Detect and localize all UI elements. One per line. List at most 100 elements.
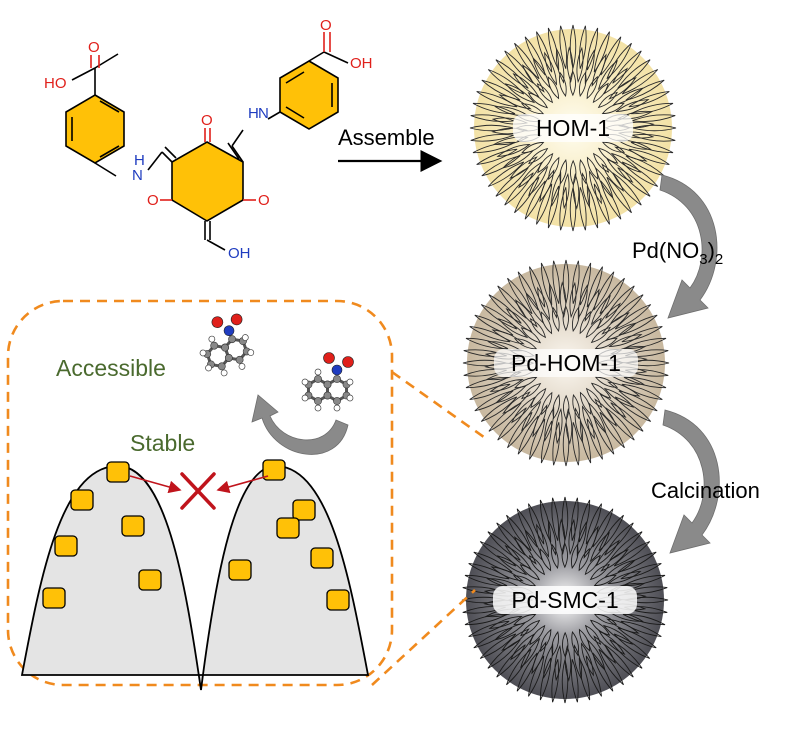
sphere-petal [614,146,648,162]
oxygen-atom [230,313,243,326]
carbon-atom [210,341,219,350]
sphere-petal [604,559,637,578]
sphere-petal [528,147,549,165]
sphere-petal [559,159,567,185]
sphere-petal [579,158,587,185]
zoom-connector-top [391,370,489,442]
sphere-petal [617,59,651,89]
sphere-petal [504,172,534,206]
calcination-label: Calcination [651,478,760,503]
nitrogen-atom [223,325,235,337]
atom-ho-left-acid: HO [44,75,67,92]
sphere-petal [600,548,629,572]
sphere-petal [562,305,570,332]
sphere-petal [598,648,624,686]
sphere-petal [507,277,533,315]
sphere-petal [514,376,538,389]
sphere-petal [470,134,514,142]
sphere-petal [586,185,599,229]
sphere-petal [569,70,577,97]
sphere-petal [555,407,563,445]
sphere-petal [536,83,554,104]
sphere-petal [528,555,546,576]
sphere-petal [601,163,625,192]
sphere-petal [610,402,644,432]
sphere-petal [473,627,513,649]
sphere-petal [513,338,538,350]
sphere-petal [610,152,642,173]
sphere-petal [559,71,567,98]
oxygen-atom [211,316,224,328]
curved-arrow-icon [251,394,349,455]
sphere-petal [496,555,528,576]
sphere-petal [603,67,629,95]
sphere-petal [610,294,644,324]
sphere-petal [537,286,551,321]
sphere-petal [578,499,591,543]
sphere-petal [591,53,607,87]
sphere-petal [578,547,590,572]
sphere-petal [579,262,592,306]
sphere-petal [604,644,634,678]
sphere-petal [469,124,514,132]
sphere-petal [507,411,533,449]
sphere-petal [578,657,591,701]
sphere-petal [495,59,529,89]
sphere-petal [487,69,525,95]
sphere-petal [623,376,667,389]
sphere-petal [524,36,546,76]
sphere-petal [603,387,635,408]
sphere-petal [594,376,619,388]
sphere-petal [592,652,614,692]
sphere-petal [579,310,591,335]
ligand-molecule [65,32,349,251]
sphere-petal [585,317,602,339]
sphere-petal [612,87,645,106]
sphere-petal [465,337,509,350]
blocked-arrow-right [216,475,269,494]
sphere-petal [506,514,532,552]
sphere-petal [502,391,531,415]
sphere-petal [539,548,552,572]
sphere-petal [504,50,534,84]
sphere-petal [572,393,580,420]
atom-n-left-amine: N [132,167,143,184]
sphere-petal [510,396,536,424]
hydrogen-atom [238,363,246,370]
sphere-petal [561,542,569,569]
sphere-petal [462,359,507,367]
sphere-petal [513,536,537,565]
sphere-petal [527,92,549,109]
sphere-petal [487,531,521,561]
sphere-petal [461,596,506,604]
blocked-arrow-left [129,475,182,494]
sphere-petal [585,387,603,408]
sphere-petal [624,606,668,614]
sphere-petal [509,633,535,661]
sphere-petal [528,165,549,197]
sphere-petal [593,415,615,455]
sphere-petal [552,306,560,333]
hydrogen-atom [301,378,309,386]
sphere-petal [524,528,543,561]
sphere-petal [593,613,618,625]
sphere-petal [597,59,618,91]
sphere-petal [547,27,560,71]
sphere-petal [613,541,651,567]
sphere-petal [605,322,638,341]
pd-particle-icon [121,515,145,537]
sphere-petal [590,382,612,399]
sphere-petal [547,76,560,100]
sphere-petal [501,150,534,169]
sphere-petal [497,407,527,441]
sphere-petal [521,400,542,432]
sphere-petal [625,349,669,357]
carbon-atom [314,397,322,405]
sphere-petal [509,156,538,180]
sphere-petal [551,543,559,570]
sphere-petal [595,539,621,567]
hydrogen-atom [314,368,322,376]
oxygen-atom [342,356,354,368]
atom-labels: O HO O OH H N H N O O O OH [44,17,373,262]
